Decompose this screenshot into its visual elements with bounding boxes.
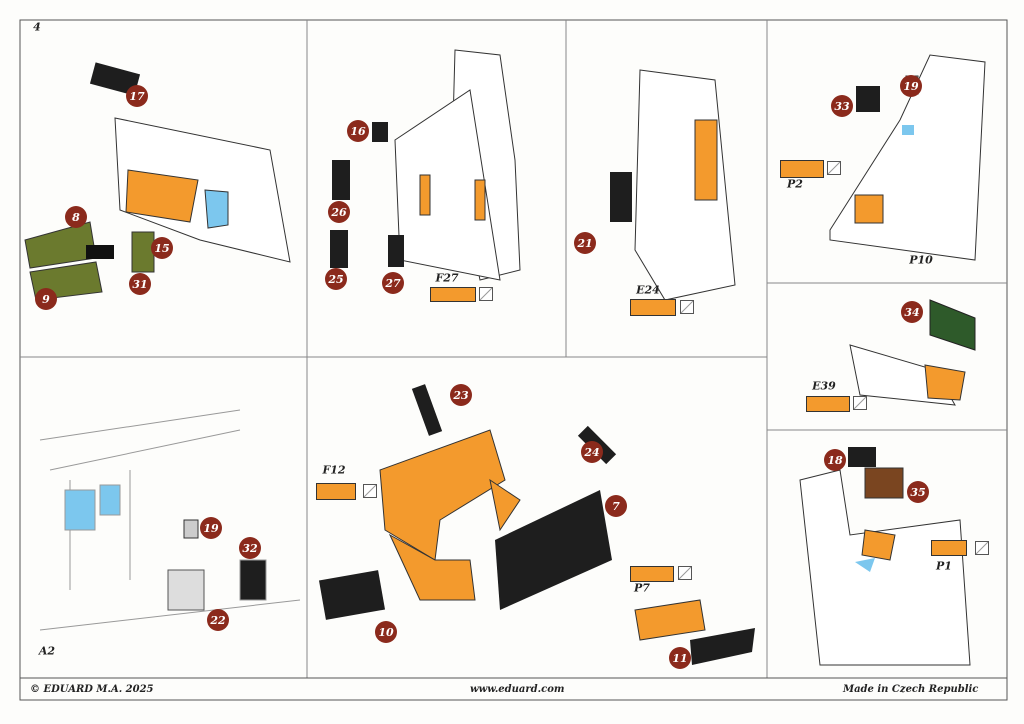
hatch-icon xyxy=(975,541,989,555)
callout-17: 17 xyxy=(126,85,148,107)
mask-label-f12: F12 xyxy=(322,463,346,477)
panel-a2-art xyxy=(39,409,301,631)
mask-p1 xyxy=(931,540,967,556)
callout-7: 7 xyxy=(605,495,627,517)
panel-4-art xyxy=(829,54,986,261)
mask-e39 xyxy=(806,396,850,412)
callout-9: 9 xyxy=(35,288,57,310)
callout-8: 8 xyxy=(65,206,87,228)
callout-10: 10 xyxy=(375,621,397,643)
panel-1-art xyxy=(24,62,291,301)
mask-label-p1: P1 xyxy=(936,559,952,573)
footer-website[interactable]: www.eduard.com xyxy=(470,684,565,695)
mask-label-e39: E39 xyxy=(812,379,836,393)
center-panel-art xyxy=(318,384,755,665)
callout-26: 26 xyxy=(328,201,350,223)
panel-6-art xyxy=(799,447,971,666)
mask-f27 xyxy=(430,287,476,302)
callout-15: 15 xyxy=(151,237,173,259)
mask-label-f27: F27 xyxy=(435,271,459,285)
panel-5-art xyxy=(849,299,976,406)
part-label-p10: P10 xyxy=(909,253,933,267)
hatch-icon xyxy=(678,566,692,580)
page-number: 4 xyxy=(33,20,41,34)
callout-23: 23 xyxy=(450,384,472,406)
mask-p2 xyxy=(780,160,824,178)
callout-11: 11 xyxy=(669,647,691,669)
callout-19-a2: 19 xyxy=(200,517,222,539)
callout-21: 21 xyxy=(574,232,596,254)
mask-label-e24: E24 xyxy=(636,283,660,297)
hatch-icon xyxy=(827,161,841,175)
mask-e24 xyxy=(630,299,676,316)
callout-22: 22 xyxy=(207,609,229,631)
panel-2-art xyxy=(330,49,521,281)
mask-f12 xyxy=(316,483,356,500)
footer-origin: Made in Czech Republic xyxy=(843,684,979,695)
hatch-icon xyxy=(680,300,694,314)
mask-p7 xyxy=(630,566,674,582)
callout-32: 32 xyxy=(239,537,261,559)
part-label-a2: A2 xyxy=(38,644,56,658)
callout-35: 35 xyxy=(907,481,929,503)
panel-3-art xyxy=(610,69,736,301)
hatch-icon xyxy=(479,287,493,301)
callout-31: 31 xyxy=(129,273,151,295)
callout-33: 33 xyxy=(831,95,853,117)
callout-27: 27 xyxy=(382,272,404,294)
mask-label-p7: P7 xyxy=(634,581,650,595)
footer-copyright: © EDUARD M.A. 2025 xyxy=(30,684,154,695)
callout-24: 24 xyxy=(581,441,603,463)
mask-label-p2: P2 xyxy=(787,177,803,191)
callout-19: 19 xyxy=(900,75,922,97)
hatch-icon xyxy=(853,396,867,410)
callout-25: 25 xyxy=(325,268,347,290)
callout-34: 34 xyxy=(901,301,923,323)
hatch-icon xyxy=(363,484,377,498)
callout-18: 18 xyxy=(824,449,846,471)
callout-16: 16 xyxy=(347,120,369,142)
